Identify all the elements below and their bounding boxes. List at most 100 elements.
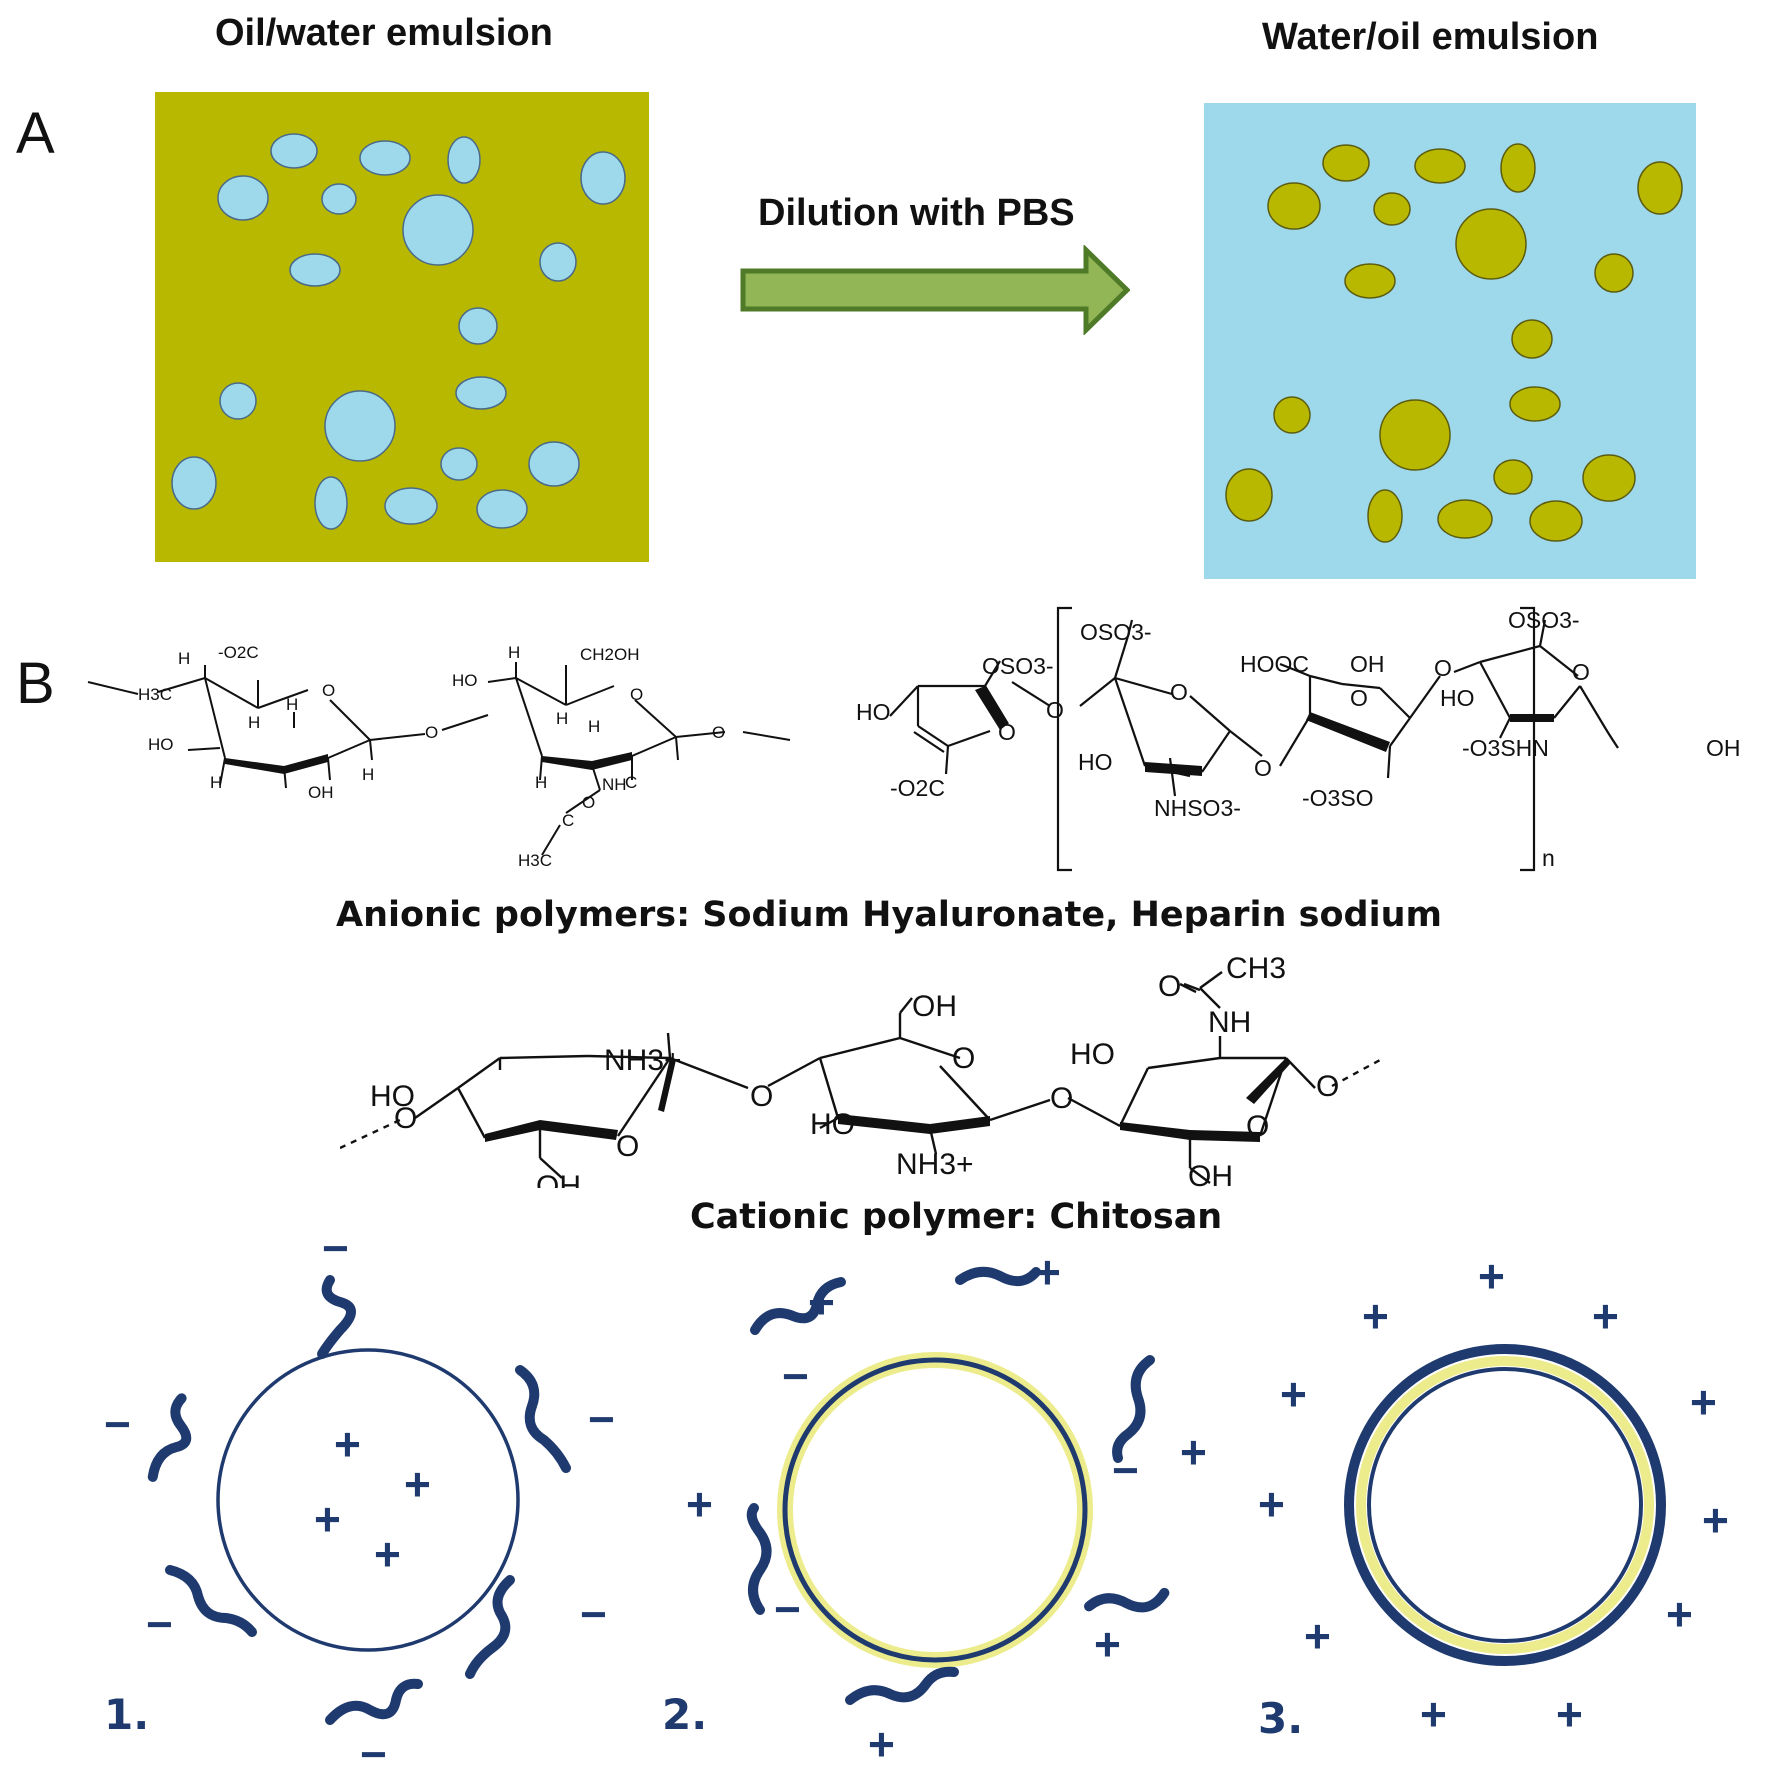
p2-plus-2: + bbox=[1034, 1246, 1061, 1298]
oil-water-emulsion-diagram bbox=[155, 92, 649, 562]
hep-label-ho2: HO bbox=[1078, 749, 1113, 775]
hya-label-7: H bbox=[210, 773, 222, 792]
p1-plus-2: + bbox=[404, 1458, 431, 1510]
chi-label-o8: O bbox=[1316, 1070, 1339, 1103]
hep-label-o5: O bbox=[1350, 685, 1368, 711]
hya-label-11: HO bbox=[452, 671, 478, 690]
p3-plus-10: + bbox=[1420, 1688, 1447, 1740]
hep-label-ho3: HO bbox=[1440, 685, 1475, 711]
p1-minus-bottom: − bbox=[360, 1728, 387, 1760]
p3-plus-9: + bbox=[1666, 1588, 1693, 1640]
p1-minus-top: − bbox=[322, 1240, 349, 1274]
hya-label-20: C bbox=[562, 811, 574, 830]
p1-minus-left: − bbox=[104, 1398, 131, 1450]
hya-label-1: H bbox=[178, 649, 190, 668]
hep-label-o3: O bbox=[1170, 679, 1188, 705]
hya-label-8: OH bbox=[308, 783, 334, 802]
arrow-label: Dilution with PBS bbox=[758, 192, 1075, 234]
p2-plus-6: + bbox=[868, 1718, 895, 1760]
hya-label-3: O bbox=[322, 681, 335, 700]
chi-label-o6: O bbox=[1158, 970, 1181, 1003]
hep-label-o3so: -O3SO bbox=[1302, 785, 1374, 811]
chi-label-o1: O bbox=[394, 1102, 417, 1135]
chi-label-oh1: OH bbox=[536, 1170, 581, 1188]
hep-label-oh2: OH bbox=[1706, 735, 1741, 761]
hep-label-o3shn: -O3SHN bbox=[1462, 735, 1549, 761]
p2-plus-4: + bbox=[686, 1478, 713, 1530]
hya-label-0: H3C bbox=[138, 685, 172, 704]
p3-plus-11: + bbox=[1556, 1688, 1583, 1740]
hya-label-22: H3C bbox=[518, 851, 552, 870]
hep-label-oso3-1: OSO3- bbox=[982, 653, 1054, 679]
panel-b-letter: B bbox=[16, 651, 55, 716]
chi-label-nh3-2: NH3+ bbox=[896, 1148, 974, 1181]
p3-plus-6: + bbox=[1258, 1478, 1285, 1530]
chi-label-oh3: OH bbox=[1188, 1160, 1233, 1188]
hya-label-5: H bbox=[248, 713, 260, 732]
p1-plus-1: + bbox=[334, 1418, 361, 1470]
chi-label-ho3: HO bbox=[1070, 1038, 1115, 1071]
step-2-label: 2. bbox=[662, 1690, 708, 1739]
cationic-caption: Cationic polymer: Chitosan bbox=[690, 1197, 1223, 1237]
chi-label-o4: O bbox=[952, 1042, 975, 1075]
p1-minus-lowleft: − bbox=[146, 1598, 173, 1650]
p3-plus-1: + bbox=[1478, 1250, 1505, 1302]
p1-plus-3: + bbox=[314, 1493, 341, 1545]
chi-label-o3: O bbox=[750, 1080, 773, 1113]
hep-label-o2c: -O2C bbox=[890, 775, 945, 801]
chitosan-structure: HO NH3+ O OH O O OH HO O NH3+ O CH3 O NH… bbox=[340, 952, 1381, 1188]
p1-minus-right: − bbox=[588, 1393, 615, 1445]
oil-water-title: Oil/water emulsion bbox=[215, 12, 553, 54]
chi-label-o7: O bbox=[1246, 1110, 1269, 1143]
chi-label-nh3-1: NH3+ bbox=[604, 1044, 682, 1077]
hya-label-4: H bbox=[286, 695, 298, 714]
layer-by-layer-diagram: − − − − − − + + + + + + − + − + − + + + … bbox=[104, 1240, 1729, 1760]
water-oil-title: Water/oil emulsion bbox=[1262, 16, 1599, 58]
chi-label-o2: O bbox=[616, 1130, 639, 1163]
hep-label-o7: O bbox=[1572, 659, 1590, 685]
p3-plus-3: + bbox=[1592, 1290, 1619, 1342]
p3-plus-5: + bbox=[1690, 1376, 1717, 1428]
hep-label-n: n bbox=[1542, 845, 1555, 871]
sodium-hyaluronate-structure: H3C H -O2C O H H HO H OH H O HO H CH2OH … bbox=[87, 643, 791, 870]
hya-label-21: O bbox=[582, 793, 595, 812]
hya-label-16: H bbox=[556, 709, 568, 728]
chi-label-o5: O bbox=[1050, 1082, 1073, 1115]
p1-plus-4: + bbox=[374, 1528, 401, 1580]
hep-label-o1: O bbox=[998, 719, 1016, 745]
hep-label-o4: O bbox=[1254, 755, 1272, 781]
hya-label-14: O bbox=[630, 685, 643, 704]
p3-plus-7: + bbox=[1702, 1494, 1729, 1546]
panel-a-letter: A bbox=[16, 101, 55, 166]
step-3-label: 3. bbox=[1258, 1694, 1304, 1743]
chi-label-ch3: CH3 bbox=[1226, 952, 1286, 985]
p3-plus-2: + bbox=[1362, 1290, 1389, 1342]
hya-label-17: H bbox=[535, 773, 547, 792]
anionic-caption: Anionic polymers: Sodium Hyaluronate, He… bbox=[336, 895, 1442, 935]
chi-label-nh: NH bbox=[1208, 1006, 1251, 1039]
chi-label-oh2: OH bbox=[912, 990, 957, 1023]
hep-label-nhso3: NHSO3- bbox=[1154, 795, 1241, 821]
p3-plus-4: + bbox=[1280, 1368, 1307, 1420]
hya-label-12: H bbox=[508, 643, 520, 662]
hya-label-18: C bbox=[625, 773, 637, 792]
dilution-arrow bbox=[740, 245, 1130, 335]
chi-label-ho1: HO bbox=[370, 1080, 415, 1113]
hep-label-ho1: HO bbox=[856, 699, 891, 725]
hep-label-o6: O bbox=[1434, 655, 1452, 681]
p2-plus-3: + bbox=[1180, 1426, 1207, 1478]
hya-label-10: O bbox=[425, 723, 438, 742]
water-oil-emulsion-diagram bbox=[1204, 103, 1696, 579]
hep-label-oh1: OH bbox=[1350, 651, 1385, 677]
hep-label-o2: O bbox=[1046, 697, 1064, 723]
hya-label-13: CH2OH bbox=[580, 645, 640, 664]
p2-minus-2: − bbox=[1112, 1444, 1139, 1496]
p2-minus-1: − bbox=[782, 1350, 809, 1402]
p3-plus-8: + bbox=[1304, 1610, 1331, 1662]
hya-label-19: NH bbox=[602, 775, 627, 794]
hep-label-oso3-3: OSO3- bbox=[1508, 607, 1580, 633]
p2-plus-1: + bbox=[808, 1276, 835, 1328]
heparin-sodium-structure: HO OSO3- OSO3- O -O2C O OSO3- O HO NHSO3… bbox=[856, 606, 1741, 872]
p2-minus-3: − bbox=[774, 1583, 801, 1635]
hep-label-oso3-2: OSO3- bbox=[1080, 619, 1152, 645]
